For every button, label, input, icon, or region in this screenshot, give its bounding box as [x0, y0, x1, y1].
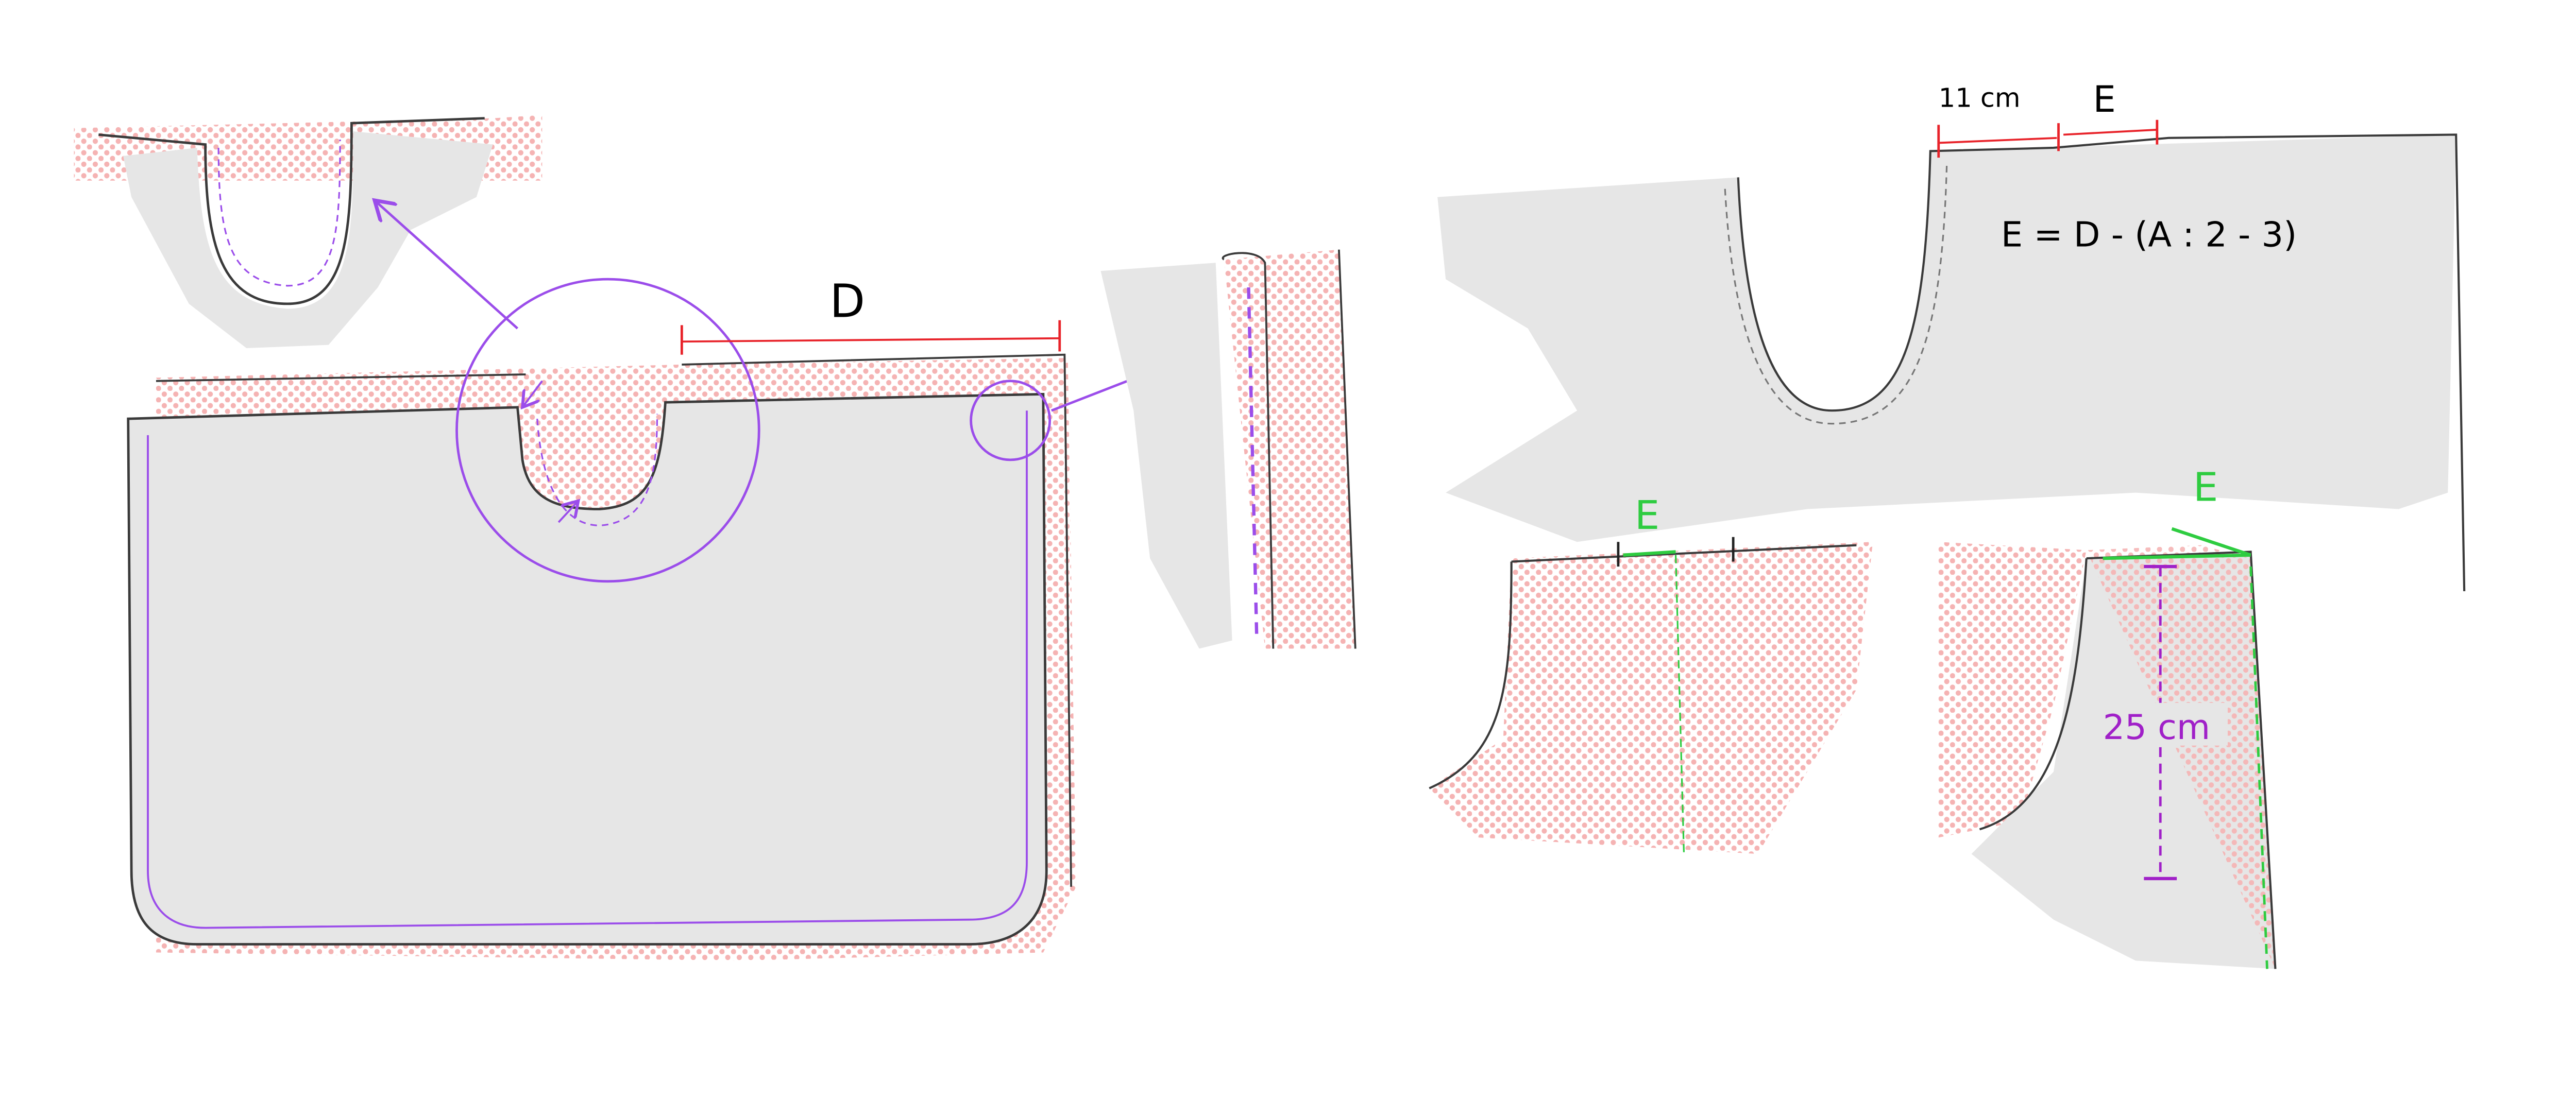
d-measure-line [682, 337, 1060, 343]
arrow-to-neck-detail [375, 200, 519, 330]
back-neck-panel: 11 cm E E = D - (A : 2 - 3) [1437, 78, 2466, 591]
edge-zoom-circle [970, 380, 1052, 461]
formula-label: E = D - (A : 2 - 3) [2001, 214, 2297, 254]
shoulder-piece-left: E [1429, 493, 1873, 854]
sewing-diagram: D 11 cm E E = D - (A : 2 - 3) E [74, 78, 2466, 969]
e-bottom-right-label: E [2193, 465, 2218, 511]
folded-edge-detail [1100, 249, 1357, 649]
e-bottom-left-label: E [1635, 493, 1659, 539]
e-top-label: E [2093, 78, 2115, 121]
twenty-five-cm-label: 25 cm [2103, 707, 2211, 747]
neck-detail-fragment [74, 115, 543, 349]
neck-zoom-circle [455, 278, 760, 583]
eleven-cm-label: 11 cm [1939, 83, 2021, 113]
shoulder-piece-right: E 25 cm [1938, 465, 2277, 969]
front-panel: D [127, 200, 1199, 961]
d-label: D [829, 274, 865, 328]
